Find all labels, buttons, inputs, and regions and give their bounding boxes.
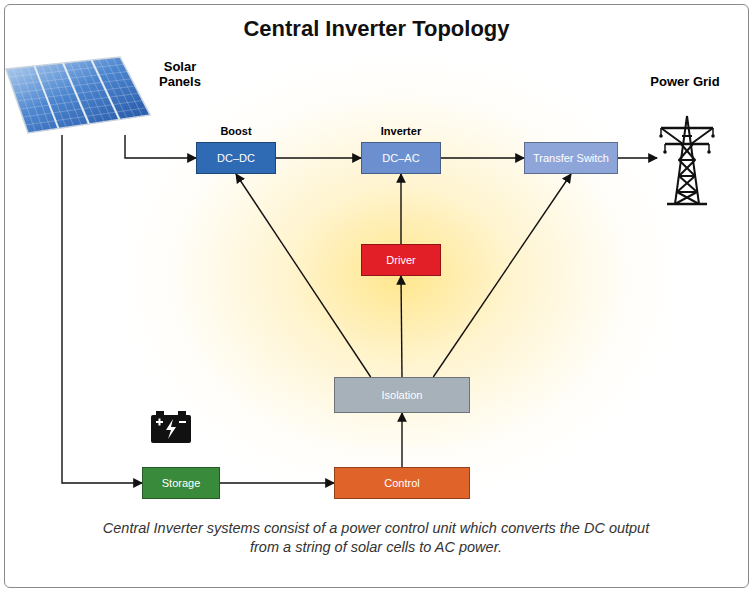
box-heading: Boost xyxy=(196,125,276,137)
arrow-connector xyxy=(236,174,371,377)
arrow-connector xyxy=(125,135,196,158)
boost-box: DC–DCBoost xyxy=(196,142,276,174)
panel-label: Solar Panels xyxy=(154,59,206,89)
box-heading: Inverter xyxy=(361,125,441,137)
box-shape: Transfer Switch xyxy=(524,142,618,174)
pylon-illustration xyxy=(657,114,717,206)
arrow-connector xyxy=(401,276,402,377)
isolation-box: Isolation xyxy=(334,377,470,413)
box-label: Control xyxy=(380,477,423,490)
diagram-title: Central Inverter Topology xyxy=(0,16,753,42)
arrow-connector xyxy=(62,135,142,483)
arrow-connector xyxy=(400,174,401,244)
grid-label: Power Grid xyxy=(645,74,725,89)
storage-box: Storage xyxy=(142,467,220,499)
transfer-switch-box: Transfer Switch xyxy=(524,142,618,174)
diagram-caption: Central Inverter systems consist of a po… xyxy=(96,519,656,557)
box-shape: Isolation xyxy=(334,377,470,413)
arrow-connector xyxy=(276,157,361,158)
box-shape: DC–AC xyxy=(361,142,441,174)
box-label: DC–DC xyxy=(213,152,259,165)
box-shape: Storage xyxy=(142,467,220,499)
box-label: Driver xyxy=(382,254,419,267)
box-shape: DC–DC xyxy=(196,142,276,174)
arrow-connector xyxy=(433,174,571,377)
arrow-connector xyxy=(441,157,524,158)
inverter-box: DC–ACInverter xyxy=(361,142,441,174)
box-label: DC–AC xyxy=(378,152,423,165)
box-shape: Driver xyxy=(361,244,441,276)
arrow-connector xyxy=(618,157,657,158)
box-label: Isolation xyxy=(378,389,427,402)
driver-box: Driver xyxy=(361,244,441,276)
arrow-connector xyxy=(401,413,402,467)
power-grid-node: Power Grid xyxy=(645,74,725,208)
solar-panel-node: Solar Panels xyxy=(2,55,152,135)
battery-icon xyxy=(150,410,192,444)
box-label: Transfer Switch xyxy=(529,152,613,165)
solar-panel-illustration xyxy=(2,55,152,135)
control-box: Control xyxy=(334,467,470,499)
box-shape: Control xyxy=(334,467,470,499)
arrow-connector xyxy=(220,482,334,483)
box-label: Storage xyxy=(158,477,205,490)
